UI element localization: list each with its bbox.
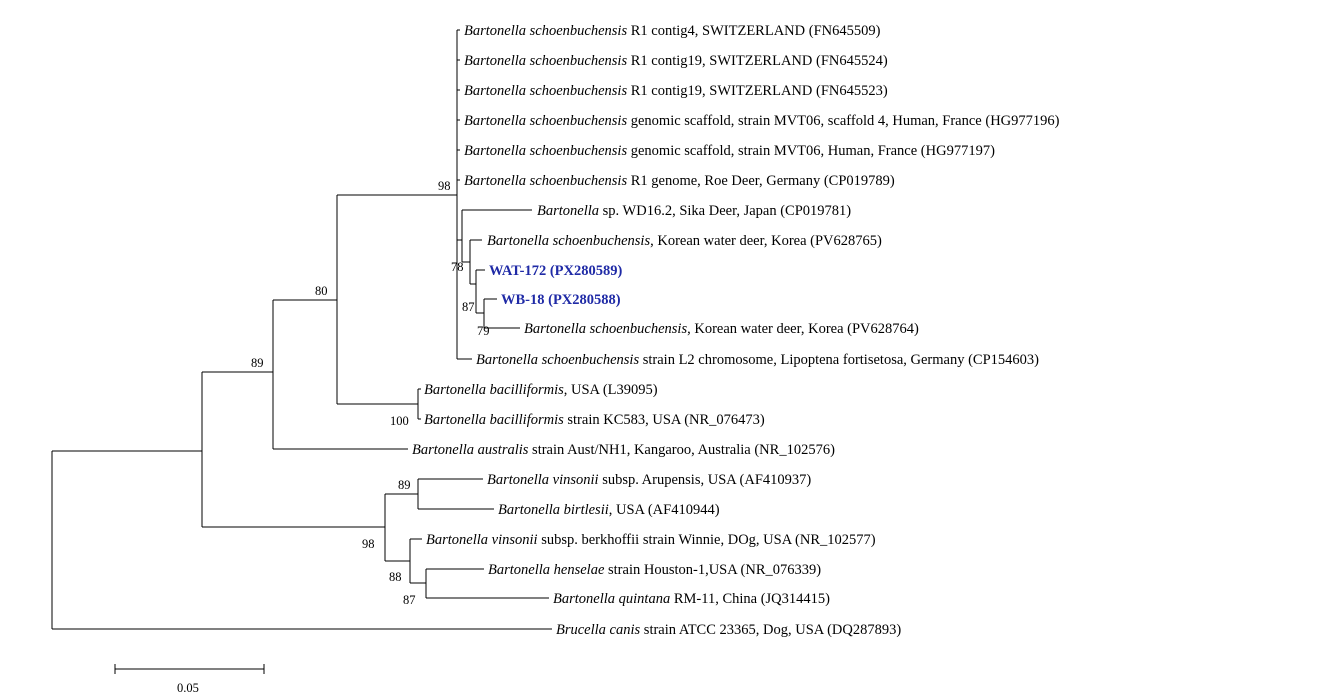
leaf-label: Bartonella schoenbuchensis R1 genome, Ro… <box>464 173 895 189</box>
leaf-label: Bartonella schoenbuchensis genomic scaff… <box>464 113 1060 129</box>
leaf-label: Bartonella bacilliformis strain KC583, U… <box>424 412 765 428</box>
leaf-label: Bartonella henselae strain Houston-1,USA… <box>488 562 821 578</box>
bootstrap-value: 78 <box>451 260 464 274</box>
bootstrap-value: 88 <box>389 570 402 584</box>
leaf-label: Brucella canis strain ATCC 23365, Dog, U… <box>556 622 901 638</box>
leaf-label-highlighted: WAT-172 (PX280589) <box>489 263 622 279</box>
leaf-label: Bartonella schoenbuchensis, Korean water… <box>487 233 882 249</box>
leaf-label-highlighted: WB-18 (PX280588) <box>501 292 621 308</box>
scale-bar-label: 0.05 <box>177 681 199 695</box>
tree-branches <box>51 29 552 630</box>
leaf-label: Bartonella schoenbuchensis, Korean water… <box>524 321 919 337</box>
bootstrap-value: 79 <box>477 324 490 338</box>
leaf-label: Bartonella schoenbuchensis R1 contig19, … <box>464 53 888 69</box>
leaf-label: Bartonella schoenbuchensis R1 contig19, … <box>464 83 888 99</box>
bootstrap-value: 100 <box>390 414 409 428</box>
leaf-label: Bartonella bacilliformis, USA (L39095) <box>424 382 658 398</box>
leaf-label: Bartonella australis strain Aust/NH1, Ka… <box>412 442 835 458</box>
bootstrap-value: 98 <box>438 179 451 193</box>
leaf-label: Bartonella schoenbuchensis genomic scaff… <box>464 143 995 159</box>
leaf-label: Bartonella vinsonii subsp. Arupensis, US… <box>487 472 811 488</box>
leaf-labels: Bartonella schoenbuchensis R1 contig4, S… <box>412 23 1060 638</box>
leaf-label: Bartonella vinsonii subsp. berkhoffii st… <box>426 532 876 548</box>
leaf-label: Bartonella sp. WD16.2, Sika Deer, Japan … <box>537 203 851 219</box>
bootstrap-value: 80 <box>315 284 328 298</box>
bootstrap-values: 98 78 87 79 80 89 100 89 98 88 87 <box>251 179 490 607</box>
bootstrap-value: 87 <box>403 593 416 607</box>
leaf-label: Bartonella birtlesii, USA (AF410944) <box>498 502 720 518</box>
leaf-label: Bartonella schoenbuchensis R1 contig4, S… <box>464 23 881 39</box>
bootstrap-value: 98 <box>362 537 375 551</box>
leaf-label: Bartonella schoenbuchensis strain L2 chr… <box>476 352 1039 368</box>
leaf-label: Bartonella quintana RM-11, China (JQ3144… <box>553 591 830 607</box>
bootstrap-value: 89 <box>398 478 411 492</box>
bootstrap-value: 87 <box>462 300 475 314</box>
scale-bar: 0.05 <box>114 664 265 695</box>
bootstrap-value: 89 <box>251 356 264 370</box>
